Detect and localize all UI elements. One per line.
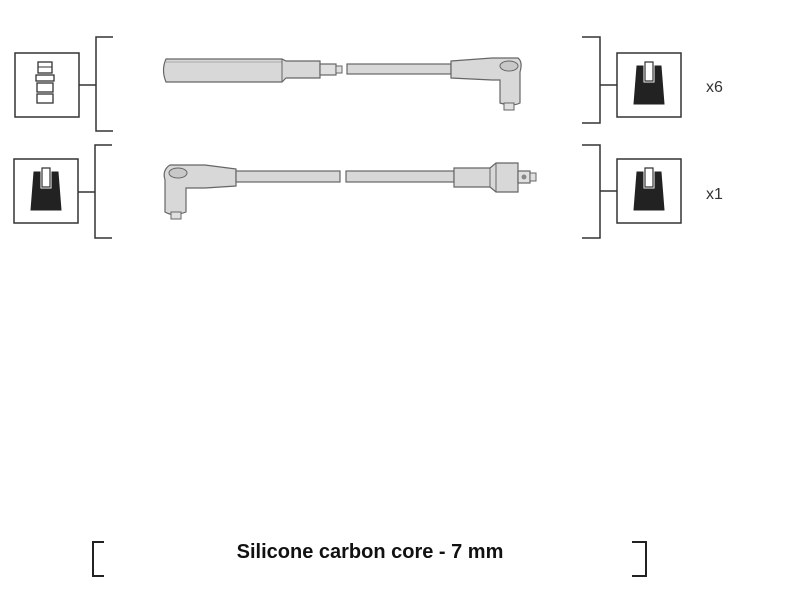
quantity-label-row-1: x6 [706,79,723,96]
left-bracket [79,36,113,132]
socket-clip-icon [616,158,682,224]
socket-clip-icon [13,158,79,224]
right-bracket [582,36,617,124]
quantity-label-row-2: x1 [706,186,723,203]
spec-brackets [92,541,647,577]
socket-clip-icon [616,52,682,118]
ignition-cable-2 [163,162,537,220]
left-bracket [78,144,112,239]
cable-row-2: x1 [13,144,723,239]
right-bracket [582,144,617,239]
spec-label: Silicone carbon core - 7 mm [236,541,504,563]
ignition-cable-1 [162,57,522,111]
straight-plug-icon [14,52,80,118]
cable-row-1: x6 [14,36,723,132]
